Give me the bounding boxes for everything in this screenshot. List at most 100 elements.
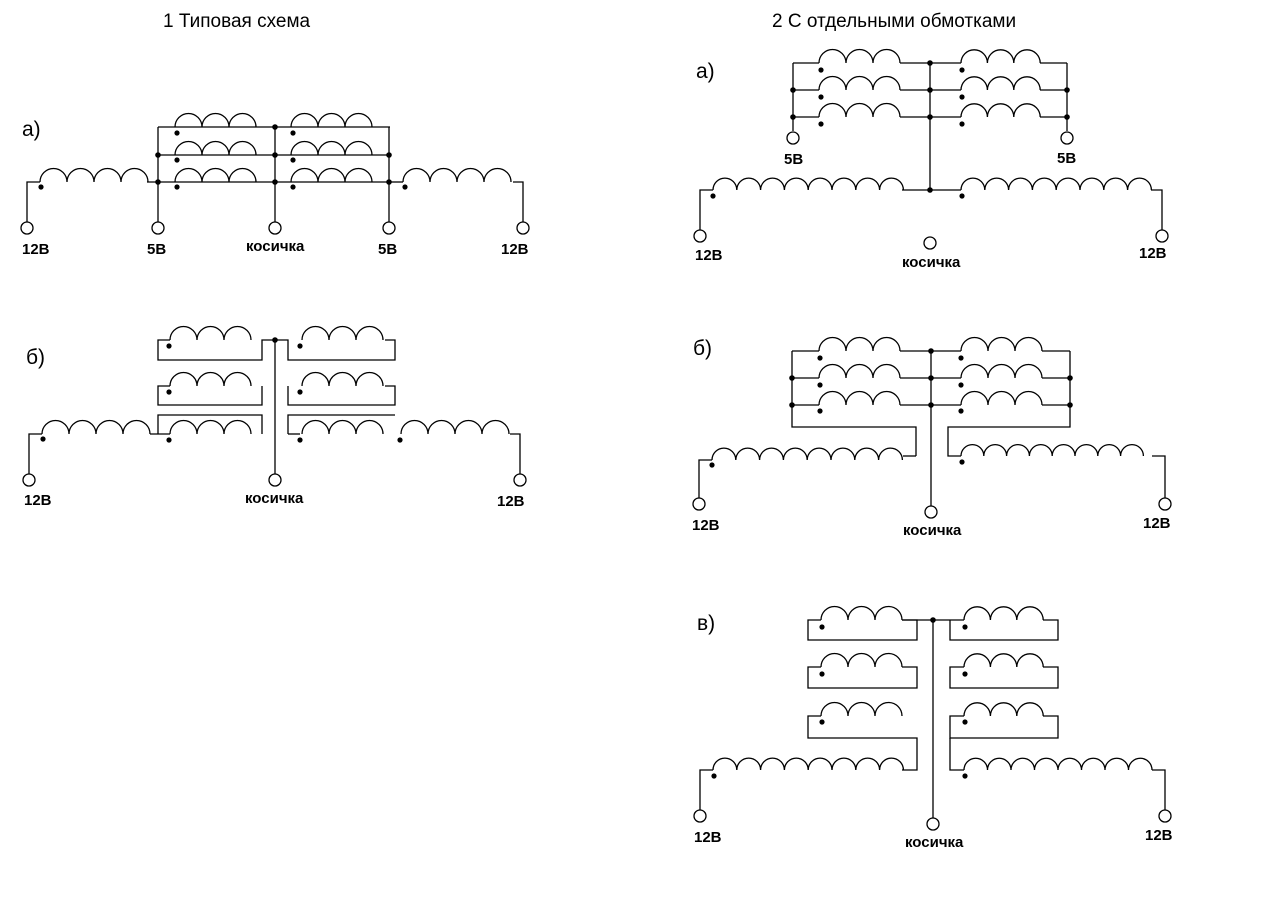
terminal — [268, 221, 282, 235]
diagram-2c: 12В косичка 12В — [693, 605, 1173, 851]
winding — [174, 167, 257, 183]
terminal — [924, 505, 938, 519]
terminal-label: 12В — [694, 829, 722, 846]
diagram-1a-wires — [26, 126, 524, 222]
winding — [818, 390, 901, 406]
diagram-1b-terminals — [22, 473, 527, 487]
winding — [960, 363, 1043, 379]
section2-title: 2 С отдельными обмотками — [772, 11, 1016, 32]
terminal — [923, 236, 937, 250]
diagram-2a: 5В 5В 12В косичка 12В — [693, 48, 1169, 271]
diagram-1b-windings — [41, 325, 510, 435]
winding — [400, 419, 510, 435]
winding — [960, 76, 1041, 91]
diagram-1b-wires — [28, 339, 521, 474]
terminal-label: 12В — [501, 241, 529, 258]
variant-label-1b: б) — [26, 346, 45, 369]
terminal — [692, 497, 706, 511]
terminal — [693, 809, 707, 823]
terminal-label: косичка — [902, 254, 961, 271]
terminal — [1155, 229, 1169, 243]
terminal — [1158, 497, 1172, 511]
winding — [712, 177, 905, 191]
winding — [963, 702, 1044, 717]
diagram-2b-terminals — [692, 497, 1172, 519]
winding — [711, 447, 904, 461]
diagram-2b: 12В косичка 12В — [692, 336, 1172, 539]
terminal-label: 5В — [1057, 150, 1076, 167]
winding — [301, 419, 384, 435]
terminal-label: косичка — [245, 490, 304, 507]
winding — [174, 140, 257, 156]
winding — [301, 325, 384, 341]
winding — [41, 419, 151, 435]
winding — [402, 167, 512, 183]
winding — [960, 390, 1043, 406]
terminal-label: 12В — [1145, 827, 1173, 844]
terminal-label: 5В — [378, 241, 397, 258]
section1-title: 1 Типовая схема — [163, 11, 311, 32]
winding — [169, 419, 252, 435]
diagram-1b: 12В косичка 12В — [22, 325, 527, 510]
diagram-1a: 12В 5В косичка 5В 12В — [20, 112, 530, 258]
diagram-2a-dots — [710, 60, 1070, 199]
terminal — [1158, 809, 1172, 823]
terminal — [268, 473, 282, 487]
diagram-2b-wires — [698, 350, 1166, 506]
winding — [301, 371, 384, 387]
terminal — [382, 221, 396, 235]
winding — [963, 606, 1044, 621]
terminal-label: косичка — [905, 834, 964, 851]
diagram-2a-windings — [712, 48, 1153, 191]
terminal-label: 12В — [695, 247, 723, 264]
variant-label-2b: б) — [693, 337, 712, 360]
diagram-1a-terminals — [20, 221, 530, 235]
winding — [960, 336, 1043, 352]
terminal — [20, 221, 34, 235]
winding — [174, 112, 257, 128]
winding — [818, 336, 901, 352]
winding — [169, 325, 252, 341]
diagram-2a-terminals — [693, 131, 1169, 250]
winding — [963, 653, 1044, 668]
diagram-2b-dots — [709, 348, 1073, 468]
diagram-2b-windings — [711, 336, 1145, 461]
terminal-label: 12В — [1139, 245, 1167, 262]
winding — [290, 140, 373, 156]
winding — [960, 177, 1153, 191]
winding — [818, 48, 901, 64]
winding — [960, 103, 1041, 118]
terminal-label: 12В — [1143, 515, 1171, 532]
winding — [960, 444, 1145, 457]
terminal-label: 12В — [24, 492, 52, 509]
terminal-label: косичка — [246, 238, 305, 255]
diagram-1a-dots — [38, 124, 408, 190]
winding — [818, 75, 901, 91]
winding — [820, 701, 903, 717]
diagram-1b-dots — [40, 337, 403, 443]
terminal-label: 12В — [692, 517, 720, 534]
terminal — [693, 229, 707, 243]
winding — [820, 652, 903, 668]
winding — [820, 605, 903, 621]
terminal-label: 12В — [497, 493, 525, 510]
variant-label-2c: в) — [697, 612, 715, 635]
terminal-label: косичка — [903, 522, 962, 539]
variant-label-2a: а) — [696, 60, 715, 83]
terminal — [926, 817, 940, 831]
winding — [290, 167, 373, 183]
winding — [169, 371, 252, 387]
terminal — [151, 221, 165, 235]
winding — [712, 757, 905, 771]
winding — [818, 363, 901, 379]
winding — [818, 102, 901, 118]
terminal-label: 12В — [22, 241, 50, 258]
winding — [39, 167, 149, 183]
variant-label-1a: а) — [22, 118, 41, 141]
terminal — [1060, 131, 1074, 145]
terminal — [513, 473, 527, 487]
terminal — [22, 473, 36, 487]
diagram-2c-dots — [711, 617, 968, 779]
terminal — [786, 131, 800, 145]
